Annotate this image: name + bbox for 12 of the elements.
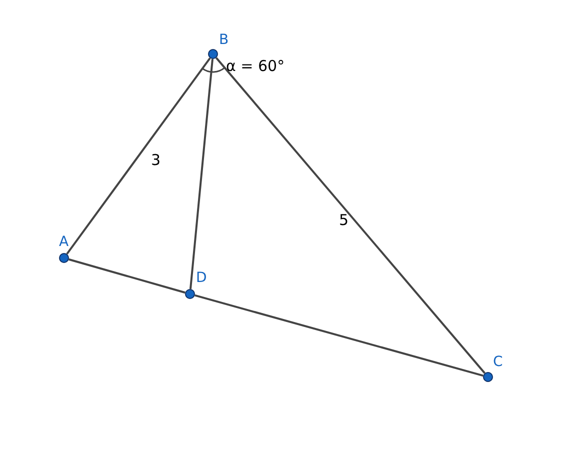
length-label: 5 bbox=[339, 211, 349, 229]
line-segment bbox=[66, 57, 211, 255]
point-label: D bbox=[196, 270, 207, 286]
angle-label: α = 60° bbox=[226, 57, 285, 75]
point-label: A bbox=[59, 234, 69, 250]
line-segment bbox=[215, 57, 486, 374]
line-segment bbox=[68, 258, 186, 294]
point-label: B bbox=[219, 32, 229, 48]
point-label: C bbox=[493, 354, 503, 370]
line-segment bbox=[189, 58, 214, 290]
line-segment bbox=[194, 294, 484, 377]
length-label: 3 bbox=[151, 151, 161, 169]
